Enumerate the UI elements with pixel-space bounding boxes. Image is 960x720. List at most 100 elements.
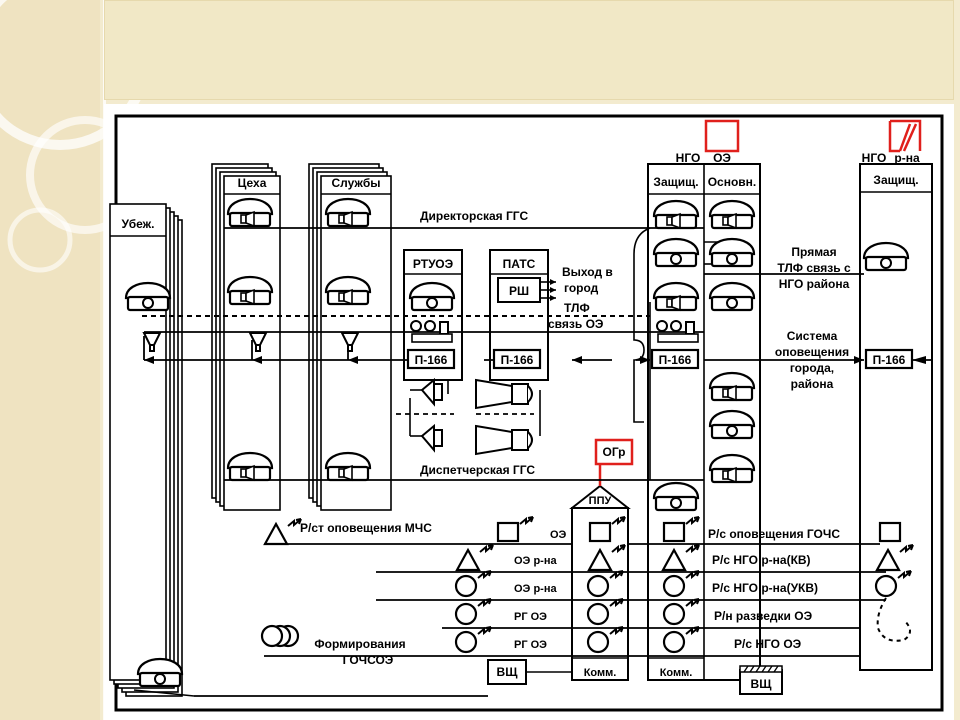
ngo-control-icon	[656, 320, 699, 343]
label-formirovaniya-2: ГОЧСОЭ	[343, 653, 394, 667]
radio-set-icon	[662, 602, 686, 626]
label-oe-rna-2: ОЭ р-на	[514, 583, 557, 595]
label-ppu: ППУ	[589, 495, 612, 507]
horn-speaker-icon	[475, 378, 533, 410]
label-sistema-3: города,	[790, 361, 834, 375]
telephone-icon	[862, 241, 910, 272]
label-sluzhby: Службы	[331, 176, 380, 190]
label-tseha: Цеха	[238, 176, 267, 190]
label-rs-ngo-ukv: Р/с НГО р-на(УКВ)	[712, 581, 818, 595]
radio-set-icon	[874, 574, 898, 598]
formirovaniya-radio-icon	[260, 624, 300, 648]
pats-output-arrows	[540, 279, 556, 301]
title-bar	[104, 0, 954, 100]
ubezh-stack	[109, 203, 183, 697]
label-vshch-1: ВЩ	[497, 665, 519, 679]
telephone-icon	[708, 409, 756, 440]
label-komm-1: Комм.	[584, 667, 617, 679]
label-oe-rna-1: ОЭ р-на	[514, 555, 557, 567]
ngo-district-panel	[859, 163, 933, 671]
label-sistema-1: Система	[787, 329, 838, 343]
radio-set-icon	[454, 574, 478, 598]
radio-set-icon	[586, 574, 610, 598]
label-ngo-2: НГО	[862, 151, 887, 165]
radio-set-icon	[662, 521, 686, 543]
telephone-icon	[652, 237, 700, 268]
radio-set-icon	[454, 630, 478, 654]
telephone-icon	[708, 371, 756, 402]
label-rg-oe-1: РГ ОЭ	[514, 611, 547, 623]
telephone-icon	[324, 275, 372, 306]
label-pats: ПАТС	[503, 257, 536, 271]
radio-set-icon	[454, 602, 478, 626]
connection-lines	[133, 227, 932, 697]
label-zashch-2: Защищ.	[873, 173, 918, 187]
label-rs-gochs: Р/с оповещения ГОЧС	[708, 527, 840, 541]
label-p166-1: П-166	[415, 353, 448, 367]
diagram: Убеж. Цеха Службы Директорская ГГС РТУОЭ…	[104, 104, 954, 720]
label-dispetcherskaya-ggs: Диспетчерская ГГС	[420, 463, 535, 477]
telephone-icon	[652, 481, 700, 512]
label-rs-ngo-oe: Р/с НГО ОЭ	[734, 637, 802, 651]
label-rg-oe-2: РГ ОЭ	[514, 639, 547, 651]
label-ngo-1: НГО	[676, 151, 701, 165]
telephone-icon	[708, 281, 756, 312]
telephone-icon	[708, 199, 756, 230]
label-formirovaniya-1: Формирования	[314, 637, 405, 651]
label-osnovn: Основн.	[708, 175, 757, 189]
label-p166-2: П-166	[501, 353, 534, 367]
telephone-icon	[708, 237, 756, 268]
p166-box-ngo-district	[864, 348, 914, 370]
radio-set-icon	[588, 521, 612, 543]
label-ogr: ОГр	[602, 445, 625, 459]
label-direktorskaya-ggs: Директорская ГГС	[420, 209, 528, 223]
label-rs-ngo-kv: Р/с НГО р-на(КВ)	[712, 553, 811, 567]
p166-box-ngo-oe	[650, 348, 700, 370]
telephone-icon	[324, 451, 372, 482]
label-sistema-4: района	[791, 377, 834, 391]
label-rn-razvedki: Р/н разведки ОЭ	[714, 609, 813, 623]
oe-flag-red	[704, 119, 740, 153]
label-tlf-2: связь ОЭ	[548, 317, 604, 331]
label-sistema-2: оповещения	[775, 345, 849, 359]
label-vyhod-2: город	[564, 281, 599, 295]
telephone-icon	[136, 657, 184, 688]
label-komm-2: Комм.	[660, 667, 693, 679]
label-rst-mchs: Р/ст оповещения МЧС	[300, 521, 432, 535]
horn-speaker-icon	[420, 423, 443, 453]
label-pryamaya-2: ТЛФ связь с	[777, 261, 851, 275]
horn-speaker-icon	[420, 377, 443, 407]
telephone-icon	[226, 451, 274, 482]
district-flag-red	[888, 119, 922, 153]
telephone-icon	[124, 281, 172, 312]
ogr-box	[594, 438, 634, 466]
horn-speaker-icon	[475, 424, 533, 456]
telephone-icon	[226, 197, 274, 228]
label-oe-row: ОЭ	[550, 529, 567, 541]
label-pryamaya-1: Прямая	[791, 245, 836, 259]
label-tlf-1: ТЛФ	[564, 301, 590, 315]
label-r-na-top: р-на	[894, 151, 920, 165]
telephone-icon	[652, 281, 700, 312]
label-p166-3: П-166	[659, 353, 692, 367]
label-pryamaya-3: НГО района	[779, 277, 850, 291]
radio-set-icon	[878, 521, 902, 543]
radio-set-icon	[496, 521, 520, 543]
radio-set-icon	[586, 630, 610, 654]
rtuoe-control-icon	[410, 320, 453, 343]
telephone-icon	[324, 197, 372, 228]
label-rsh: РШ	[509, 284, 529, 298]
label-rtuoe: РТУОЭ	[413, 257, 454, 271]
label-vshch-2: ВЩ	[751, 677, 773, 691]
label-zashch-1: Защищ.	[653, 175, 698, 189]
telephone-icon	[708, 453, 756, 484]
p166-box-pats	[492, 348, 542, 370]
radio-set-icon	[662, 630, 686, 654]
telephone-icon	[226, 275, 274, 306]
radio-set-icon	[586, 602, 610, 626]
label-p166-4: П-166	[873, 353, 906, 367]
label-ubezh: Убеж.	[122, 217, 155, 231]
vshch-box-2	[739, 669, 783, 695]
p166-box-rtuoe	[406, 348, 456, 370]
